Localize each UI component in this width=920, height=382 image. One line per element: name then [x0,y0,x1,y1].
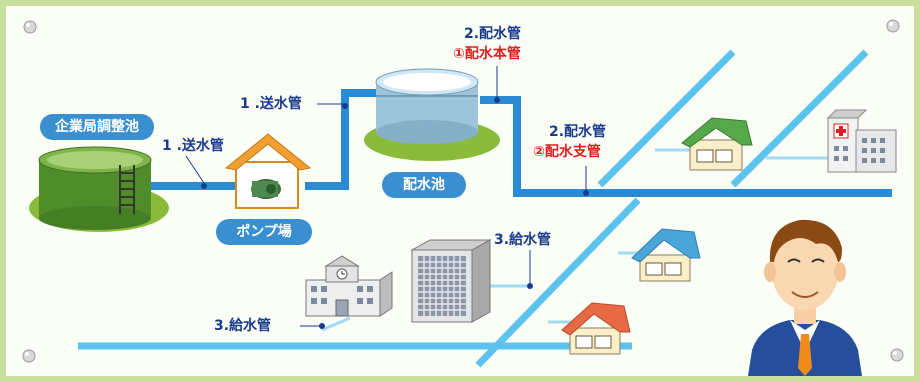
pump-station-label: ポンプ場 [216,219,312,245]
distribution-branch-pipes [78,49,869,368]
distribution-reservoir-label: 配水池 [382,172,466,198]
transmission-pipe-label-top: 1 .送水管 [240,96,302,112]
connector-dot [201,183,207,189]
house-icon [561,302,631,355]
house-icon [631,228,701,282]
distribution-main-title: 2.配水管 [464,26,522,42]
person-icon [748,219,862,376]
service-pipe-label-left: 3.給水管 [214,318,272,334]
screw-icon [22,349,36,363]
screw-icon [890,348,904,362]
screw-icon [23,20,37,34]
office-building-icon [410,239,492,323]
distribution-main-sub: ①配水本管 [453,46,521,62]
transmission-pipe-label-left: 1 .送水管 [162,138,224,154]
hospital-icon [826,109,897,173]
distribution-tank-icon [364,68,500,161]
house-icon [681,117,753,171]
reservoir-label: 企業局調整池 [40,114,154,140]
school-icon [305,255,393,317]
distribution-branch-title: 2.配水管 [549,124,607,140]
pump-house-icon [224,133,312,209]
reservoir-tank-icon [29,146,169,232]
service-pipe-label-center: 3.給水管 [494,232,552,248]
distribution-branch-sub: ②配水支管 [533,144,601,160]
screw-icon [886,19,900,33]
